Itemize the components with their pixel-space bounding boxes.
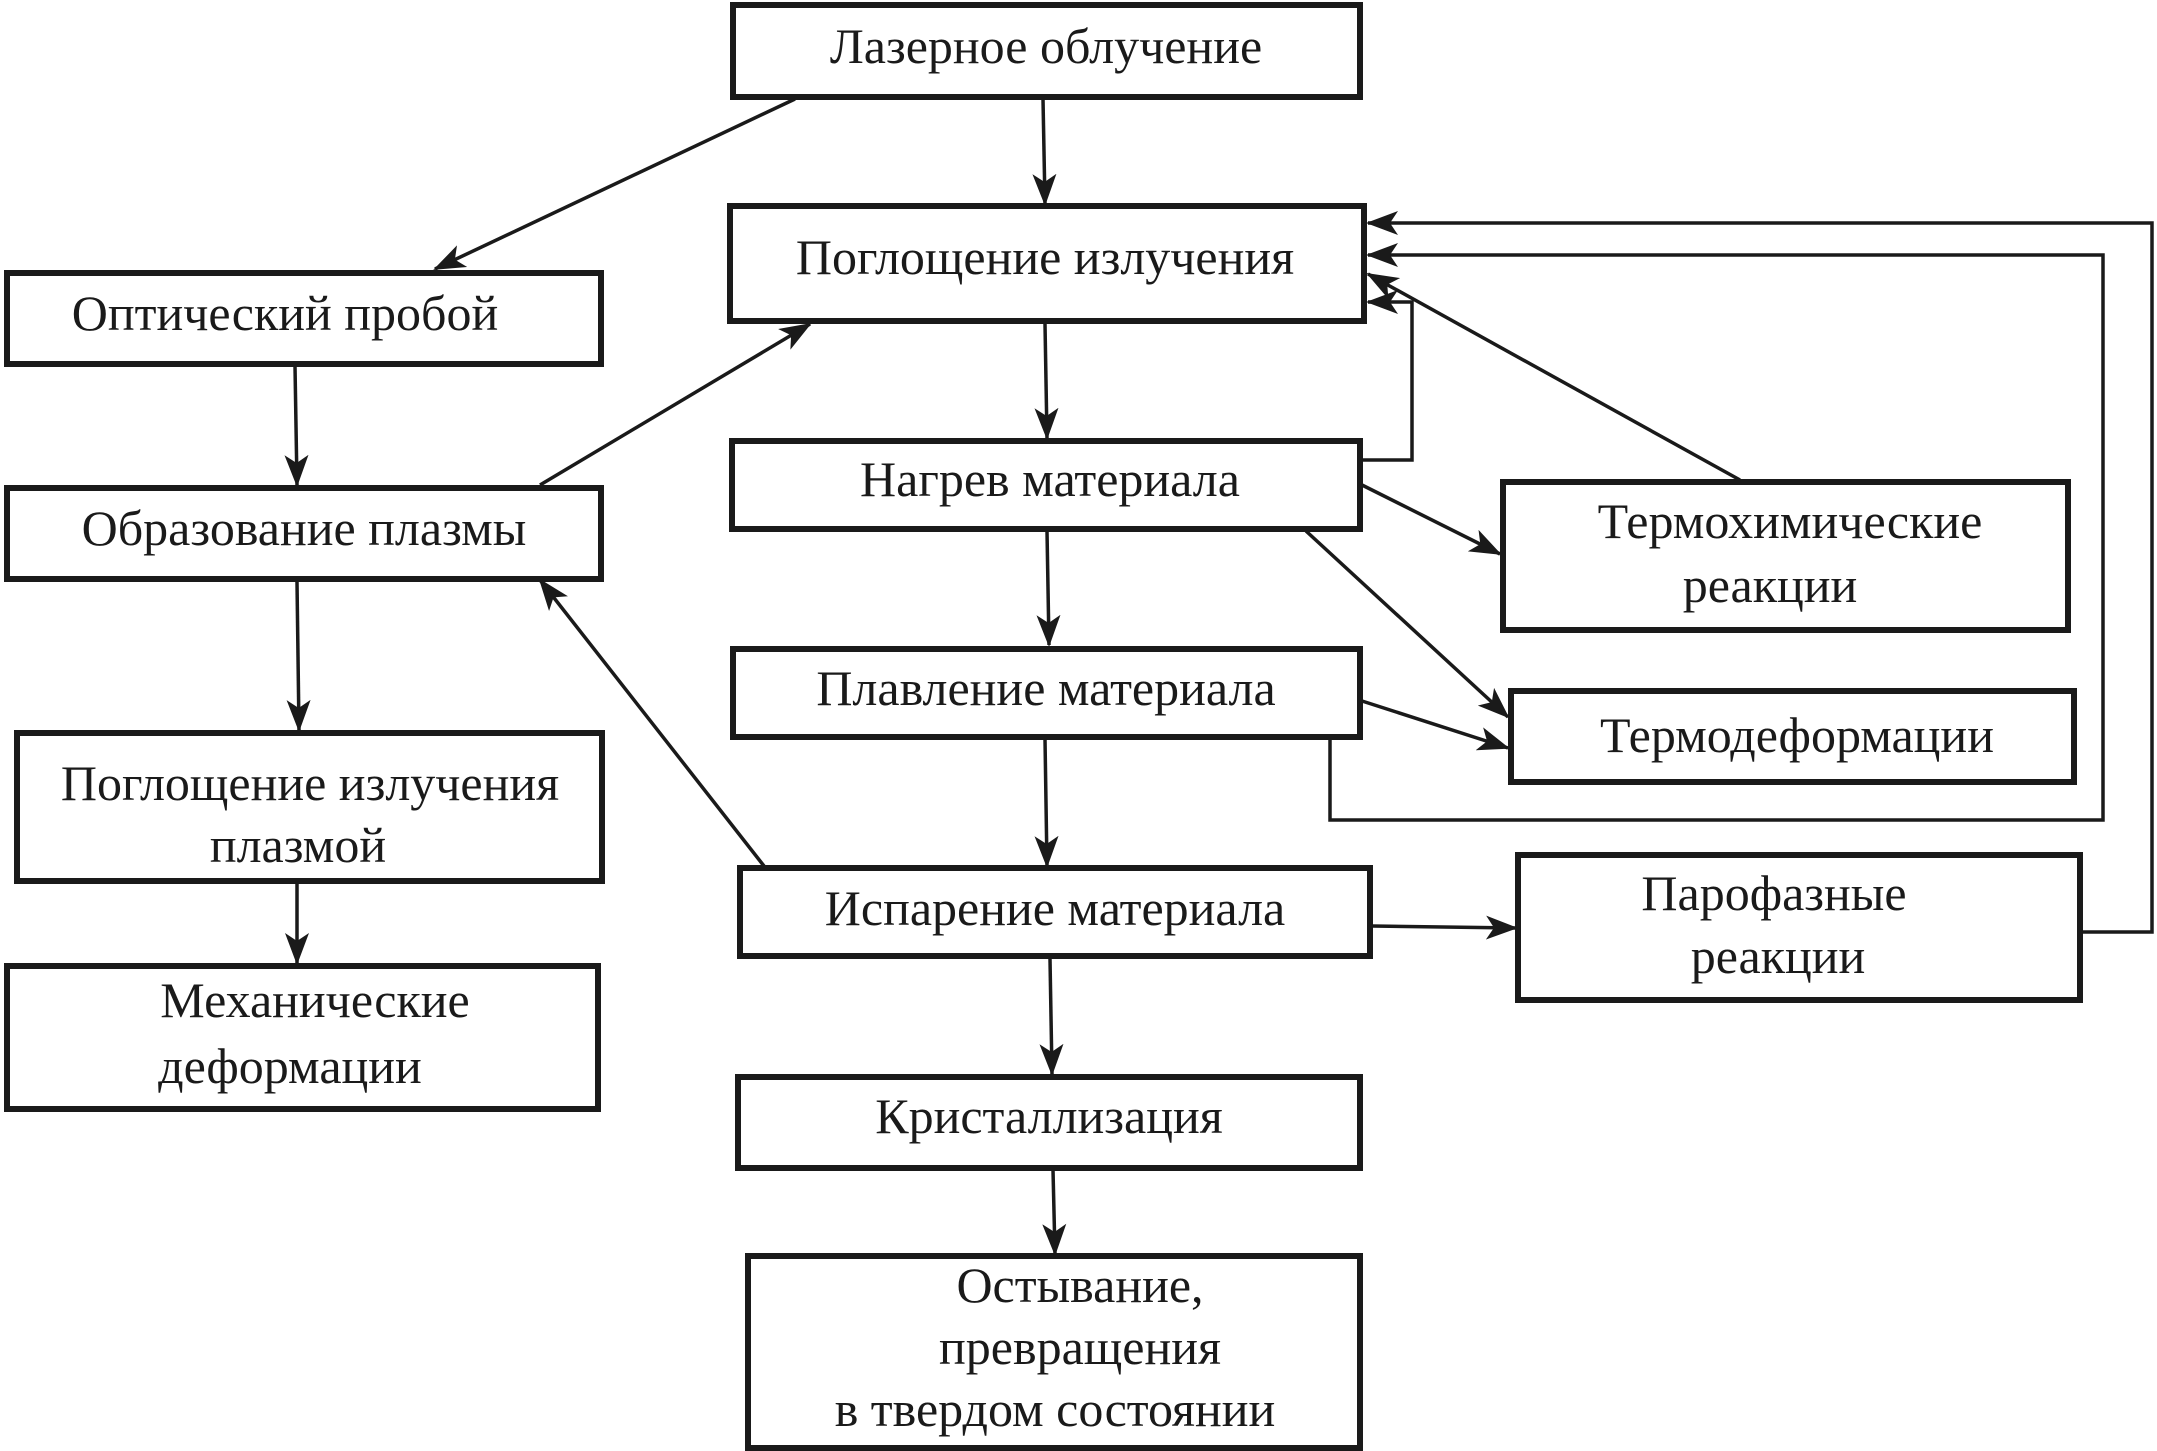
cool-line-0: Остывание, bbox=[956, 1257, 1203, 1313]
heat-line-0: Нагрев материала bbox=[860, 451, 1240, 507]
feedback-heat-to-absorb bbox=[1362, 290, 1414, 462]
cool-line-1: превращения bbox=[939, 1319, 1221, 1375]
optical-line-0: Оптический пробой bbox=[72, 285, 499, 341]
arrow-evap-to-plasma bbox=[538, 578, 766, 868]
arrow-melt-to-thermodef bbox=[1361, 699, 1510, 751]
arrow-optical-to-plasma bbox=[284, 365, 309, 487]
box-crystallization: Кристаллизация bbox=[735, 1074, 1363, 1171]
vapor-line-1: реакции bbox=[1691, 928, 1866, 984]
plasmaabs-line-0: Поглощение излучения bbox=[61, 755, 559, 811]
box-mechanical-deformations: Механические деформации bbox=[4, 963, 601, 1112]
box-optical-breakdown: Оптический пробой bbox=[4, 270, 604, 367]
mech-line-1: деформации bbox=[158, 1038, 422, 1094]
melt-line-0: Плавление материала bbox=[816, 660, 1275, 716]
box-radiation-absorption: Поглощение излучения bbox=[727, 203, 1367, 324]
box-cooling-transformations: Остывание, превращения в твердом состоян… bbox=[745, 1253, 1363, 1451]
evap-line-0: Испарение материала bbox=[825, 880, 1285, 936]
arrow-melt-to-evap bbox=[1034, 738, 1059, 868]
plasma-line-0: Образование плазмы bbox=[82, 500, 527, 556]
cool-line-2: в твердом состоянии bbox=[835, 1381, 1276, 1437]
feedback-melt-to-absorb bbox=[1328, 243, 2105, 822]
box-material-evaporation: Испарение материала bbox=[737, 865, 1373, 959]
arrow-plasma-to-absorb bbox=[539, 322, 812, 487]
arrow-plasma-to-plasmaabs bbox=[286, 581, 311, 732]
arrow-evap-to-vapor bbox=[1371, 915, 1518, 940]
box-thermochemical-reactions: Термохимические реакции bbox=[1500, 479, 2071, 633]
arrow-heat-to-thermochem bbox=[1361, 483, 1502, 556]
cryst-line-0: Кристаллизация bbox=[875, 1088, 1223, 1144]
arrow-absorb-to-heat bbox=[1034, 323, 1059, 440]
arrow-heat-to-melt bbox=[1036, 530, 1061, 647]
vapor-line-0: Парофазные bbox=[1641, 865, 1906, 921]
mech-line-0: Механические bbox=[160, 972, 469, 1028]
plasmaabs-line-1: плазмой bbox=[210, 817, 386, 873]
thermochem-line-1: реакции bbox=[1683, 557, 1858, 613]
box-laser-irradiation: Лазерное облучение bbox=[730, 2, 1363, 100]
arrow-cryst-to-cool bbox=[1042, 1169, 1067, 1256]
arrow-laser-to-absorb bbox=[1032, 98, 1057, 206]
box-plasma-formation: Образование плазмы bbox=[4, 485, 604, 582]
box-plasma-absorption: Поглощение излучения плазмой bbox=[14, 730, 605, 884]
feedback-vapor-to-absorb bbox=[1366, 211, 2154, 934]
thermodef-line-0: Термодеформации bbox=[1600, 707, 1994, 763]
box-material-heating: Нагрев материала bbox=[729, 438, 1363, 532]
laser-line-0: Лазерное облучение bbox=[830, 18, 1262, 74]
box-thermodeformations: Термодеформации bbox=[1508, 688, 2077, 785]
absorb-line-0: Поглощение излучения bbox=[796, 229, 1294, 285]
arrow-thermochem-to-absorb bbox=[1366, 272, 1741, 482]
arrow-evap-to-cryst bbox=[1039, 958, 1064, 1076]
thermochem-line-0: Термохимические bbox=[1598, 493, 1983, 549]
box-material-melting: Плавление материала bbox=[730, 646, 1363, 740]
connectors bbox=[284, 97, 2154, 1256]
arrow-heat-to-thermodef bbox=[1304, 529, 1510, 719]
arrow-laser-to-optical bbox=[433, 97, 796, 271]
box-vapor-phase-reactions: Парофазные реакции bbox=[1515, 852, 2083, 1003]
